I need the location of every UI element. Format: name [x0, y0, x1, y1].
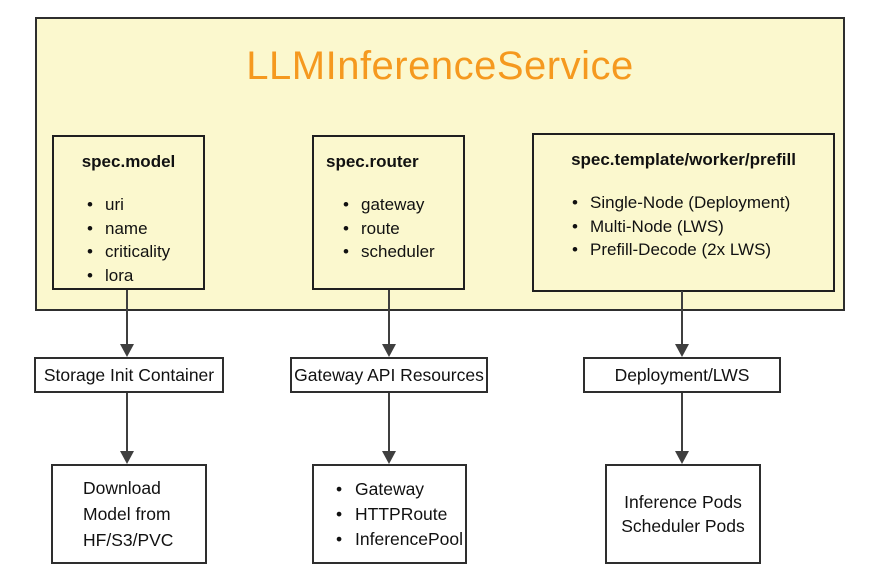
llm-inference-service-container: LLMInferenceService spec.model uri name …: [35, 17, 845, 311]
down-arrow-head-icon: [120, 344, 134, 357]
spec-template-worker-prefill-box: spec.template/worker/prefill Single-Node…: [532, 133, 835, 292]
gateway-api-resources-box: Gateway API Resources: [290, 357, 488, 393]
spec-router-box: spec.router gateway route scheduler: [312, 135, 465, 290]
list-item: Multi-Node (LWS): [572, 215, 833, 239]
list-item: gateway: [343, 193, 463, 217]
spec-router-header: spec.router: [326, 152, 419, 171]
list-item: criticality: [87, 240, 203, 264]
list-item: name: [87, 217, 203, 241]
list-item: uri: [87, 193, 203, 217]
gateway-resources-list: Gateway HTTPRoute InferencePool: [314, 477, 463, 552]
list-item: Gateway: [336, 477, 463, 502]
down-arrow-head-icon: [120, 451, 134, 464]
down-arrow-head-icon: [382, 451, 396, 464]
storage-init-container-box: Storage Init Container: [34, 357, 224, 393]
down-arrow-deployment-to-pods: [681, 393, 683, 452]
list-item: InferencePool: [336, 527, 463, 552]
text-line: Download: [83, 478, 161, 498]
list-item: route: [343, 217, 463, 241]
spec-model-list: uri name criticality lora: [54, 193, 203, 287]
spec-router-list: gateway route scheduler: [314, 193, 463, 264]
diagram-title: LLMInferenceService: [246, 44, 634, 88]
list-item: HTTPRoute: [336, 502, 463, 527]
gateway-api-resources-label: Gateway API Resources: [294, 364, 484, 385]
text-line: Inference Pods: [624, 492, 742, 512]
pods-box: Inference Pods Scheduler Pods: [605, 464, 761, 564]
list-item: lora: [87, 264, 203, 288]
list-item: scheduler: [343, 240, 463, 264]
down-arrow-gateway-api-to-resources: [388, 393, 390, 452]
down-arrow-head-icon: [675, 344, 689, 357]
list-item: Prefill-Decode (2x LWS): [572, 238, 833, 262]
download-model-box: Download Model from HF/S3/PVC: [51, 464, 207, 564]
down-arrow-router-to-gateway-api: [388, 290, 390, 345]
spec-template-list: Single-Node (Deployment) Multi-Node (LWS…: [534, 191, 833, 262]
down-arrow-model-to-storage: [126, 290, 128, 345]
down-arrow-head-icon: [382, 344, 396, 357]
text-line: HF/S3/PVC: [83, 530, 174, 550]
text-line: Model from: [83, 504, 171, 524]
list-item: Single-Node (Deployment): [572, 191, 833, 215]
spec-template-header: spec.template/worker/prefill: [571, 150, 796, 169]
down-arrow-storage-to-download: [126, 393, 128, 452]
deployment-lws-label: Deployment/LWS: [614, 364, 750, 385]
gateway-resources-list-box: Gateway HTTPRoute InferencePool: [312, 464, 467, 564]
down-arrow-head-icon: [675, 451, 689, 464]
text-line: Scheduler Pods: [621, 516, 745, 536]
spec-model-box: spec.model uri name criticality lora: [52, 135, 205, 290]
deployment-lws-box: Deployment/LWS: [583, 357, 781, 393]
down-arrow-template-to-deployment: [681, 291, 683, 345]
spec-model-header: spec.model: [81, 152, 176, 171]
storage-init-container-label: Storage Init Container: [43, 364, 215, 385]
